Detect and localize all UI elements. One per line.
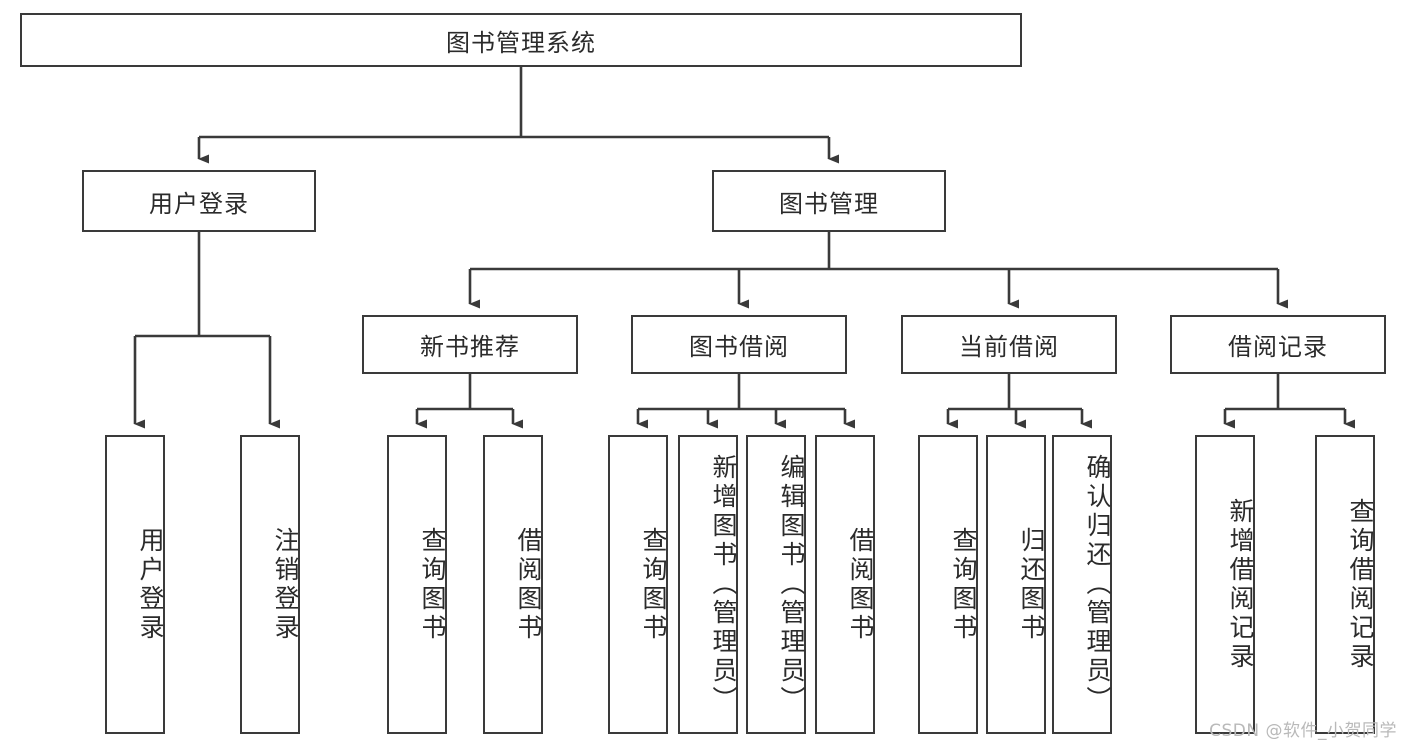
- node-book_manage[interactable]: 图书管理: [712, 170, 946, 232]
- node-leaf_borrow_edit[interactable]: 编辑图书（管理员）: [746, 435, 806, 734]
- csdn-watermark: CSDN @软件_小贺同学: [1209, 721, 1397, 741]
- node-leaf_borrow_lend[interactable]: 借阅图书: [815, 435, 875, 734]
- node-new_book_rec[interactable]: 新书推荐: [362, 315, 578, 374]
- node-leaf_cur_query[interactable]: 查询图书: [918, 435, 978, 734]
- node-leaf_rec_query_rec[interactable]: 查询借阅记录: [1315, 435, 1375, 734]
- node-current_loan[interactable]: 当前借阅: [901, 315, 1117, 374]
- node-leaf_rec_query[interactable]: 查询图书: [387, 435, 447, 734]
- node-leaf_cur_return[interactable]: 归还图书: [986, 435, 1046, 734]
- node-leaf_borrow_add[interactable]: 新增图书（管理员）: [678, 435, 738, 734]
- node-leaf_rec_add[interactable]: 新增借阅记录: [1195, 435, 1255, 734]
- node-leaf_rec_borrow[interactable]: 借阅图书: [483, 435, 543, 734]
- node-root-root[interactable]: 图书管理系统: [20, 13, 1022, 67]
- node-loan_record[interactable]: 借阅记录: [1170, 315, 1386, 374]
- node-book_borrow[interactable]: 图书借阅: [631, 315, 847, 374]
- node-leaf_cur_confirm[interactable]: 确认归还（管理员）: [1052, 435, 1112, 734]
- node-leaf_borrow_query[interactable]: 查询图书: [608, 435, 668, 734]
- node-leaf_user_login[interactable]: 用户登录: [105, 435, 165, 734]
- node-user_login[interactable]: 用户登录: [82, 170, 316, 232]
- node-leaf_user_logout[interactable]: 注销登录: [240, 435, 300, 734]
